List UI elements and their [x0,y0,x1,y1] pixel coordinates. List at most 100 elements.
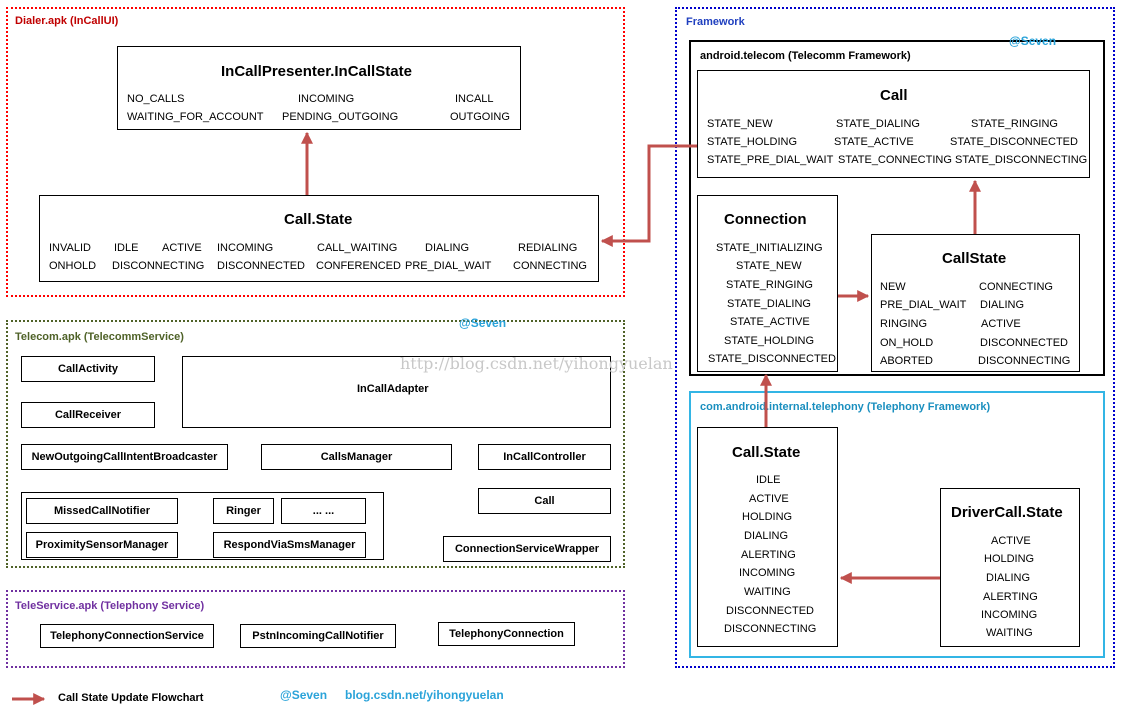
dialer-state-item: ACTIVE [162,242,202,254]
telephony-framework-region [689,391,1105,658]
telecom-call-component-box: Call [478,488,611,514]
telecom-call-state-item: STATE_PRE_DIAL_WAIT [707,154,834,166]
callstate-title: CallState [942,250,1007,267]
telecom-region-title: Telecom.apk (TelecommService) [15,331,184,343]
dialer-region-title: Dialer.apk (InCallUI) [15,15,119,27]
driver-state-item: DIALING [986,572,1031,584]
dialer-call-state-title: Call.State [284,211,353,228]
telephony-call-state-box [697,427,838,647]
telecom-call-state-item: STATE_DISCONNECTED [950,136,1078,148]
connection-title: Connection [724,211,807,228]
dialer-state-item: ONHOLD [49,260,97,272]
driver-state-item: ALERTING [983,591,1038,603]
missed-call-notifier-box: MissedCallNotifier [26,498,178,524]
dialer-state-item: IDLE [114,242,139,254]
telecom-call-state-item: STATE_RINGING [971,118,1058,130]
callstate-item: ABORTED [880,355,933,367]
telephony-state-item: ALERTING [741,549,796,561]
framework-region [675,7,1115,668]
proximity-sensor-manager-box: ProximitySensorManager [26,532,178,558]
incall-state-item: OUTGOING [450,111,510,123]
calls-manager-box: CallsManager [261,444,452,470]
telephony-connection-service-box: TelephonyConnectionService [40,624,214,648]
telecom-call-state-item: STATE_CONNECTING [838,154,952,166]
telephony-state-item: DISCONNECTING [724,623,817,635]
dialer-state-item: CONFERENCED [316,260,401,272]
callstate-item: ON_HOLD [880,337,934,349]
incall-state-item: NO_CALLS [127,93,185,105]
connection-service-wrapper-box: ConnectionServiceWrapper [443,536,611,562]
teleservice-region [6,590,625,668]
telephony-state-item: WAITING [744,586,791,598]
incall-presenter-state-title: InCallPresenter.InCallState [221,63,412,80]
seven-watermark: @Seven [459,316,507,330]
dialer-state-item: INCOMING [217,242,274,254]
dialer-state-item: DIALING [425,242,470,254]
blog-url-watermark: http://blog.csdn.net/yihongyuelan [400,354,673,373]
dialer-region [6,7,625,297]
call-receiver-box: CallReceiver [21,402,155,428]
respond-via-sms-manager-box: RespondViaSmsManager [213,532,366,558]
new-outgoing-broadcaster-box: NewOutgoingCallIntentBroadcaster [21,444,228,470]
incall-presenter-state-box [117,46,521,130]
callstate-box [871,234,1080,372]
incall-state-item: WAITING_FOR_ACCOUNT [127,111,264,123]
telephony-state-item: INCOMING [739,567,796,579]
callstate-item: PRE_DIAL_WAIT [880,299,967,311]
connection-state-item: STATE_ACTIVE [730,316,810,328]
driver-state-item: HOLDING [984,553,1035,565]
callstate-item: NEW [880,281,906,293]
dialer-state-item: INVALID [49,242,91,254]
call-activity-box: CallActivity [21,356,155,382]
callstate-item: ACTIVE [981,318,1021,330]
ringer-box: Ringer [213,498,274,524]
telecom-call-state-item: STATE_DIALING [836,118,920,130]
connection-state-item: STATE_RINGING [726,279,813,291]
telecom-call-state-item: STATE_NEW [707,118,773,130]
telephony-call-state-title: Call.State [732,444,801,461]
dialer-call-state-box [39,195,599,282]
connection-state-item: STATE_DIALING [727,298,811,310]
telecom-call-state-item: STATE_DISCONNECTING [955,154,1088,166]
telephony-state-item: DISCONNECTED [726,605,815,617]
dialer-state-item: DISCONNECTED [217,260,306,272]
incall-state-item: PENDING_OUTGOING [282,111,399,123]
incall-adapter-box [182,356,611,428]
telephony-state-item: ACTIVE [749,493,789,505]
telecom-call-state-item: STATE_HOLDING [707,136,798,148]
dialer-state-item: DISCONNECTING [112,260,205,272]
teleservice-region-title: TeleService.apk (Telephony Service) [15,600,205,612]
connection-state-item: STATE_INITIALIZING [716,242,823,254]
callstate-item: CONNECTING [979,281,1053,293]
telephony-state-item: HOLDING [742,511,793,523]
telecomm-framework-region [689,40,1105,376]
dialer-state-item: CALL_WAITING [317,242,398,254]
connection-state-item: STATE_HOLDING [724,335,815,347]
ellipsis-box: ... ... [281,498,366,524]
driver-call-state-title: DriverCall.State [951,504,1063,521]
dialer-state-item: CONNECTING [513,260,587,272]
connection-state-item: STATE_DISCONNECTED [708,353,836,365]
incall-adapter-label: InCallAdapter [357,383,429,395]
telephony-state-item: IDLE [756,474,781,486]
telecom-call-title: Call [880,87,908,104]
incall-state-item: INCOMING [298,93,355,105]
telephony-framework-title: com.android.internal.telephony (Telephon… [700,401,991,413]
callstate-item: DISCONNECTING [978,355,1071,367]
legend-author: @Seven [280,688,328,702]
driver-state-item: WAITING [986,627,1033,639]
callstate-item: RINGING [880,318,928,330]
seven-watermark: @Seven [1009,34,1057,48]
framework-region-title: Framework [686,16,745,28]
telephony-connection-box: TelephonyConnection [438,622,575,646]
telecomm-framework-title: android.telecom (Telecomm Framework) [700,50,911,62]
connection-state-item: STATE_NEW [736,260,802,272]
telecom-call-state-item: STATE_ACTIVE [834,136,914,148]
telecom-call-box [697,70,1090,178]
incall-state-item: INCALL [455,93,494,105]
driver-call-state-box [940,488,1080,647]
callstate-item: DIALING [980,299,1025,311]
driver-state-item: ACTIVE [991,535,1031,547]
dialer-state-item: PRE_DIAL_WAIT [405,260,492,272]
